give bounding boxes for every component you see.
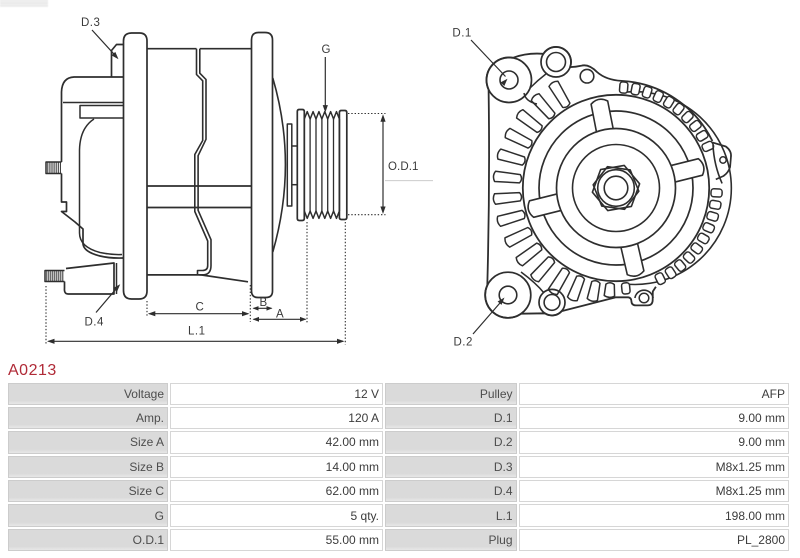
svg-text:G: G — [322, 44, 331, 56]
svg-text:C: C — [196, 302, 205, 314]
svg-text:A: A — [276, 309, 284, 321]
svg-text:D.4: D.4 — [85, 316, 105, 328]
svg-text:O.D.1: O.D.1 — [388, 161, 419, 173]
svg-text:L.1: L.1 — [188, 325, 206, 337]
svg-text:B: B — [260, 297, 268, 309]
svg-text:D.3: D.3 — [81, 17, 100, 29]
svg-text:D.2: D.2 — [454, 337, 473, 349]
svg-text:D.1: D.1 — [452, 28, 471, 40]
